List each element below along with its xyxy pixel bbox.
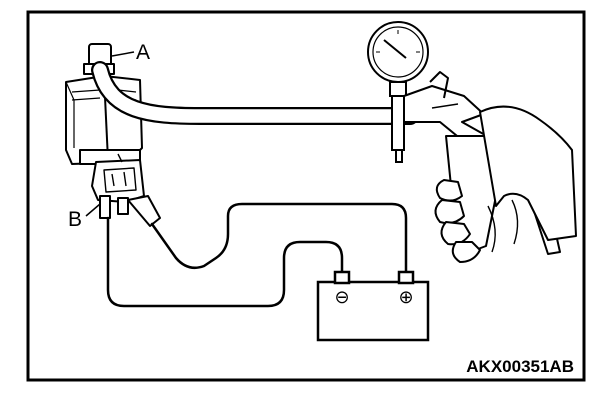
leader-line-b: [85, 203, 101, 217]
label-a: A: [136, 41, 150, 64]
battery-positive-symbol: ⊕: [398, 287, 413, 308]
battery-negative-symbol: ⊖: [334, 287, 349, 308]
vacuum-gauge-icon: [367, 21, 429, 163]
battery-icon: [316, 270, 430, 342]
wiring: [106, 202, 408, 308]
figure-code: AKX00351AB: [466, 357, 574, 376]
hand-icon: [434, 105, 577, 263]
label-b: B: [68, 208, 82, 231]
leader-line-a: [111, 51, 135, 57]
solenoid-valve-icon: [65, 43, 161, 227]
diagram-frame: [26, 10, 586, 382]
vacuum-hose: [91, 61, 419, 125]
